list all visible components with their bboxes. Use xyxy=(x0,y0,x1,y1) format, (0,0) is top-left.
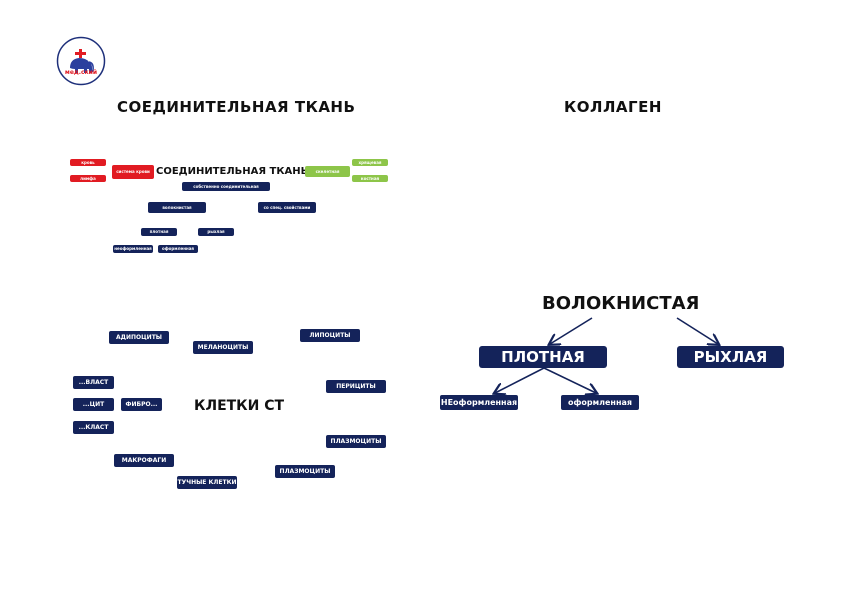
cell-plasmocytes-bottom: ПЛАЗМОЦИТЫ xyxy=(275,465,335,478)
arrow-dense-to-unformed xyxy=(495,367,545,393)
cell-clast: ...КЛАСТ xyxy=(73,421,114,434)
cell-melanocytes: МЕЛАНОЦИТЫ xyxy=(193,341,253,354)
arrow-root-to-loose xyxy=(676,317,718,344)
logo-text: мед.ский xyxy=(64,69,98,76)
mini-fibrous: волокнистая xyxy=(148,202,206,213)
cell-pericytes: ПЕРИЦИТЫ xyxy=(326,380,386,393)
mini-unformed: неоформленная xyxy=(113,245,153,253)
cell-mast-cells: ТУЧНЫЕ КЛЕТКИ xyxy=(177,476,237,489)
mini-red-system: система крови xyxy=(112,165,154,179)
tree-node-formed: оформленная xyxy=(561,395,639,410)
cells-center-title: КЛЕТКИ СТ xyxy=(194,398,285,414)
tree-root-fibrous: ВОЛОКНИСТАЯ xyxy=(542,293,700,314)
mini-red-lymph: лимфа xyxy=(70,175,106,182)
heading-collagen: КОЛЛАГЕН xyxy=(564,98,662,116)
mini-special: со спец. свойствами xyxy=(258,202,316,213)
cell-lipocytes: ЛИПОЦИТЫ xyxy=(300,329,360,342)
tree-node-dense: ПЛОТНАЯ xyxy=(479,346,607,368)
mini-proper: собственно соединительная xyxy=(182,182,270,191)
mini-red-blood: кровь xyxy=(70,159,106,166)
mini-green-skeletal: скелетная xyxy=(305,166,350,177)
mini-formed: оформленная xyxy=(158,245,198,253)
cell-adipocytes: АДИПОЦИТЫ xyxy=(109,331,169,344)
tree-node-loose: РЫХЛАЯ xyxy=(677,346,784,368)
cell-blast: ...ВЛАСТ xyxy=(73,376,114,389)
cell-macrophages: МАКРОФАГИ xyxy=(114,454,174,467)
arrow-root-to-dense xyxy=(550,317,593,344)
cell-cyt: ...ЦИТ xyxy=(73,398,114,411)
mini-green-bone: костная xyxy=(352,175,388,182)
cell-plasmocytes-right: ПЛАЗМОЦИТЫ xyxy=(326,435,386,448)
mini-green-cartilage: хрящевая xyxy=(352,159,388,166)
elephant-medical-logo-icon xyxy=(56,36,106,86)
logo: мед.ский xyxy=(56,36,106,86)
tree-node-unformed: НЕоформленная xyxy=(440,395,518,410)
cell-fibro: ФИБРО... xyxy=(121,398,162,411)
mini-loose: рыхлая xyxy=(198,228,234,236)
mini-title: СОЕДИНИТЕЛЬНАЯ ТКАНЬ xyxy=(156,166,309,177)
mini-dense: плотная xyxy=(141,228,177,236)
arrow-dense-to-formed xyxy=(543,367,596,393)
heading-connective-tissue: СОЕДИНИТЕЛЬНАЯ ТКАНЬ xyxy=(117,98,356,116)
